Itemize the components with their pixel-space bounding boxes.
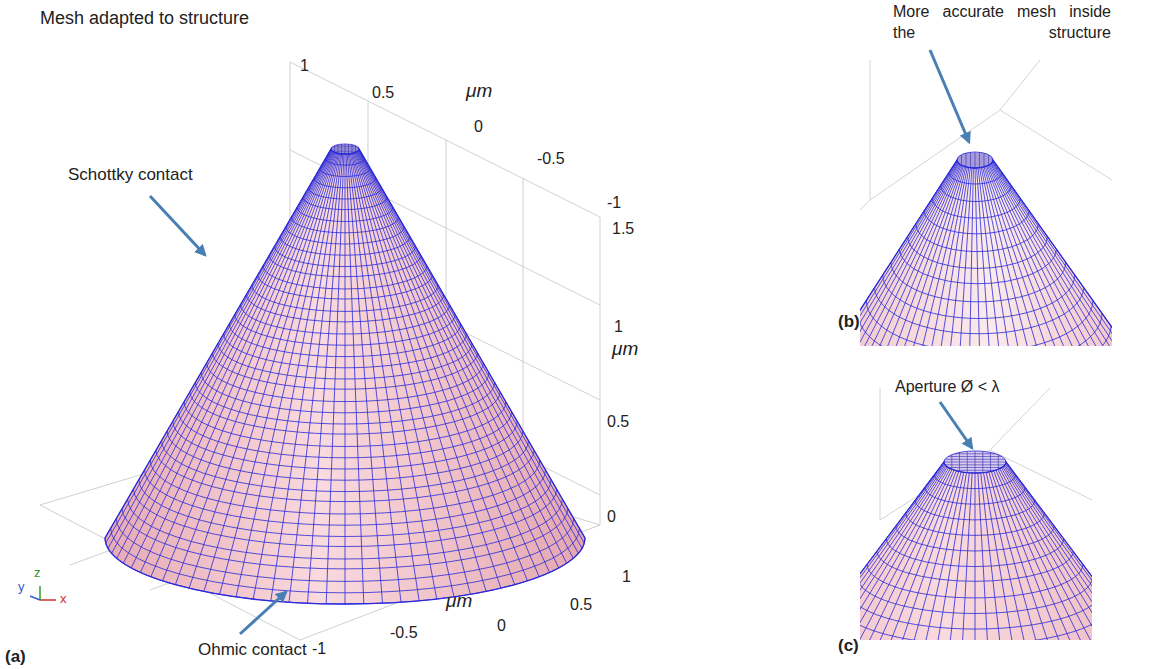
tick-label: 0 (607, 508, 616, 526)
panel-title: Mesh adapted to structure (40, 8, 249, 29)
tick-label: -0.5 (537, 150, 565, 168)
tick-label: 1 (622, 568, 631, 586)
cone-surface (105, 149, 585, 604)
axis-letter: x (60, 592, 67, 607)
annotation-text: Schottky contact (68, 165, 193, 185)
axis-triad (30, 586, 56, 600)
tick-label: 0 (497, 617, 506, 635)
tick-label: -1 (312, 640, 326, 658)
panel-label: (b) (838, 312, 860, 332)
axis-unit: μm (446, 590, 472, 612)
axes-grid (40, 62, 600, 640)
mesh-lines (105, 149, 585, 604)
cone-mesh (105, 144, 585, 604)
cone-outline (105, 149, 585, 604)
tick-label: 1 (300, 57, 309, 75)
axis-letter: z (34, 566, 41, 581)
tick-label: 0.5 (372, 84, 394, 102)
panel-label: (a) (5, 647, 26, 667)
axis-unit: μm (612, 338, 638, 360)
axis-unit: μm (466, 80, 492, 102)
panel-label: (c) (838, 636, 859, 656)
cone-surface (860, 462, 1092, 640)
mesh-lines (860, 160, 1112, 346)
tick-label: -0.5 (390, 624, 418, 642)
annotation-text: More accurate mesh inside the structure (893, 2, 1111, 44)
annotation-arrow (150, 50, 972, 634)
cone-outline (860, 462, 1092, 640)
mesh-lines (860, 462, 1092, 640)
axis-letter: y (18, 580, 25, 595)
annotation-text: Aperture Ø < λ (895, 378, 1000, 396)
tick-label: 0.5 (607, 413, 629, 431)
tick-label: -1 (607, 194, 621, 212)
annotation-text: Ohmic contact (198, 640, 307, 660)
cone-outline (860, 160, 1112, 346)
tick-label: 0.5 (570, 596, 592, 614)
tick-label: 1 (614, 318, 623, 336)
tick-label: 0 (474, 118, 483, 136)
cone-surface (860, 160, 1112, 346)
cone-mesh-zoom (860, 152, 1112, 346)
cone-mesh-zoom (860, 451, 1092, 640)
tick-label: 1.5 (612, 220, 634, 238)
